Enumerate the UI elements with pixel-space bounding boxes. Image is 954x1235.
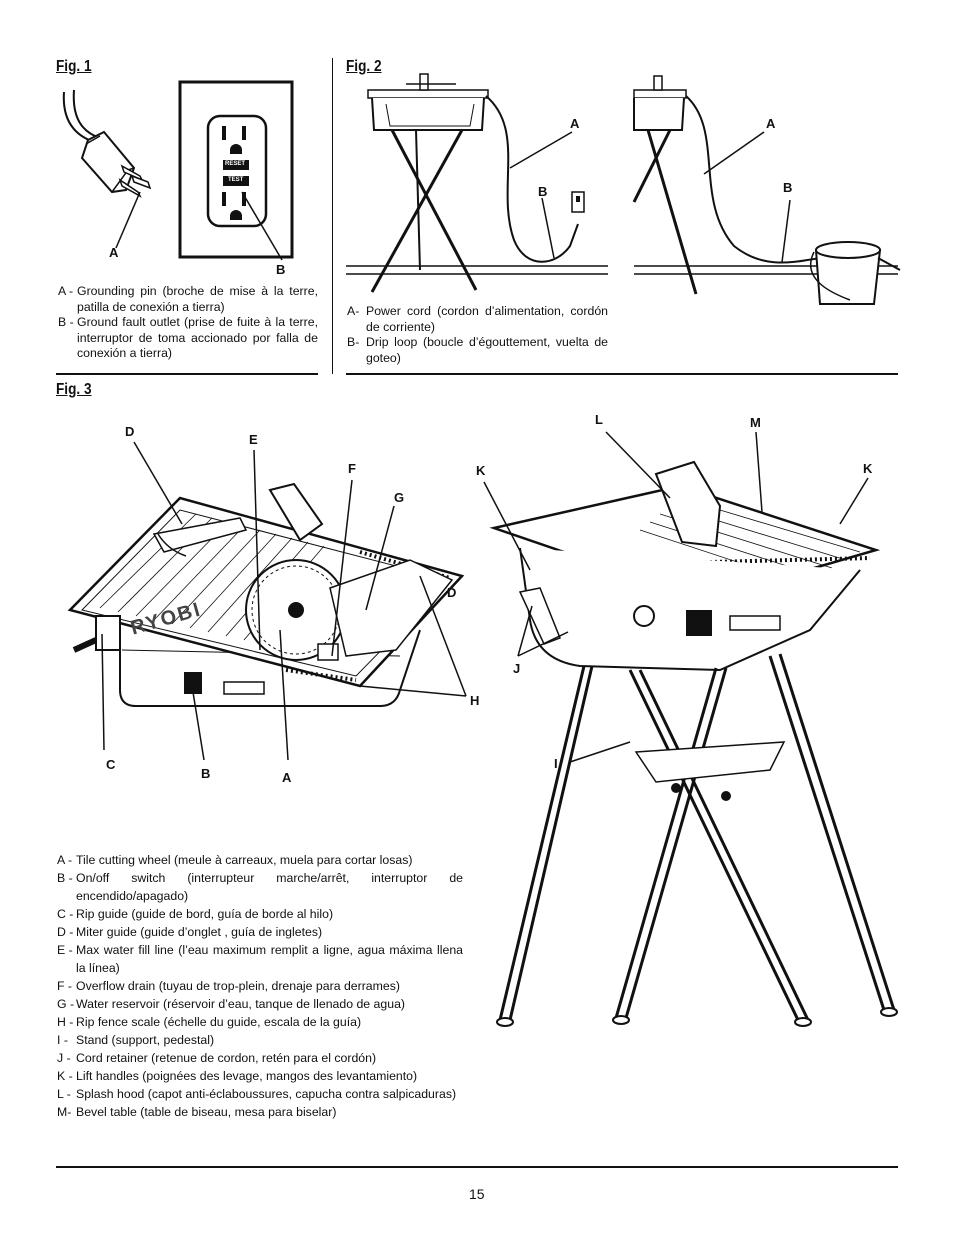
fig3-callout-h: H: [470, 693, 480, 708]
outlet-test-label: TEST: [228, 177, 244, 183]
fig3-saw-illustration: [67, 441, 467, 761]
fig-divider: [332, 58, 333, 374]
fig3-legend-item: H -Rip fence scale (échelle du guide, es…: [57, 1015, 362, 1029]
fig2-legend: A-Power cord (cordon d’alimentation, cor…: [347, 304, 608, 366]
fig2-callout-a-right: A: [766, 116, 776, 131]
fig3-legend-item: I -Stand (support, pedestal): [57, 1033, 215, 1047]
fig2-callout-b-right: B: [783, 180, 793, 195]
fig2-illustration-right: [632, 75, 901, 305]
fig3-legend-item: E -Max water fill line (l’eau maximum re…: [57, 943, 463, 975]
fig1-legend-item: A -Grounding pin (broche de mise à la te…: [58, 284, 318, 314]
fig2-illustration-left: [346, 73, 608, 293]
fig3-legend-item: D -Miter guide (guide d’onglet , guía de…: [57, 925, 323, 939]
fig3-stand-illustration: [483, 431, 898, 1027]
fig2-title: Fig. 2: [346, 58, 382, 75]
fig1-bottom-rule: [56, 373, 318, 375]
fig3-callout-b: B: [201, 766, 211, 781]
fig3-callout-f: F: [348, 461, 356, 476]
fig1-callout-b: B: [276, 262, 286, 277]
fig2-callout-b-left: B: [538, 184, 548, 199]
fig3-legend-item: A -Tile cutting wheel (meule à carreaux,…: [57, 853, 413, 867]
fig1-illustration: [62, 80, 294, 261]
fig3-callout-k-left: K: [476, 463, 486, 478]
fig3-callout-l: L: [595, 412, 603, 427]
fig3-legend-item: G -Water reservoir (réservoir d’eau, tan…: [57, 997, 406, 1011]
fig1-legend: A -Grounding pin (broche de mise à la te…: [58, 284, 318, 362]
fig3-callout-c: C: [106, 757, 116, 772]
page-bottom-rule: [56, 1166, 898, 1168]
fig3-callout-d-right: D: [447, 585, 457, 600]
fig3-callout-e: E: [249, 432, 258, 447]
fig2-bottom-rule: [346, 373, 898, 375]
fig3-callout-a: A: [282, 770, 292, 785]
fig3-callout-k-right: K: [863, 461, 873, 476]
fig3-title: Fig. 3: [56, 381, 92, 398]
fig1-legend-item: B -Ground fault outlet (prise de fuite à…: [58, 315, 318, 361]
fig3-legend-item: M-Bevel table (table de biseau, mesa par…: [57, 1105, 337, 1119]
fig2-legend-item: B-Drip loop (boucle d’égouttement, vuelt…: [347, 335, 608, 365]
fig3-legend: A -Tile cutting wheel (meule à carreaux,…: [57, 851, 463, 1121]
fig3-legend-item: C -Rip guide (guide de bord, guía de bor…: [57, 907, 334, 921]
fig3-legend-item: J -Cord retainer (retenue de cordon, ret…: [57, 1051, 377, 1065]
fig1-title: Fig. 1: [56, 58, 92, 75]
fig3-callout-j: J: [513, 661, 521, 676]
fig3-callout-m: M: [750, 415, 761, 430]
fig3-callout-g: G: [394, 490, 405, 505]
fig3-legend-item: K -Lift handles (poignées des levage, ma…: [57, 1069, 418, 1083]
fig3-callout-d-left: D: [125, 424, 135, 439]
fig2-callout-a-left: A: [570, 116, 580, 131]
fig3-legend-item: L -Splash hood (capot anti-éclaboussures…: [57, 1087, 457, 1101]
fig3-legend-item: F -Overflow drain (tuyau de trop-plein, …: [57, 979, 400, 993]
fig2-legend-item: A-Power cord (cordon d’alimentation, cor…: [347, 304, 608, 334]
fig3-legend-item: B -On/off switch (interrupteur marche/ar…: [57, 871, 463, 903]
outlet-reset-label: RESET: [225, 161, 246, 167]
page-number: 15: [469, 1186, 485, 1202]
fig1-callout-a: A: [109, 245, 119, 260]
fig3-callout-i: I: [554, 756, 558, 771]
